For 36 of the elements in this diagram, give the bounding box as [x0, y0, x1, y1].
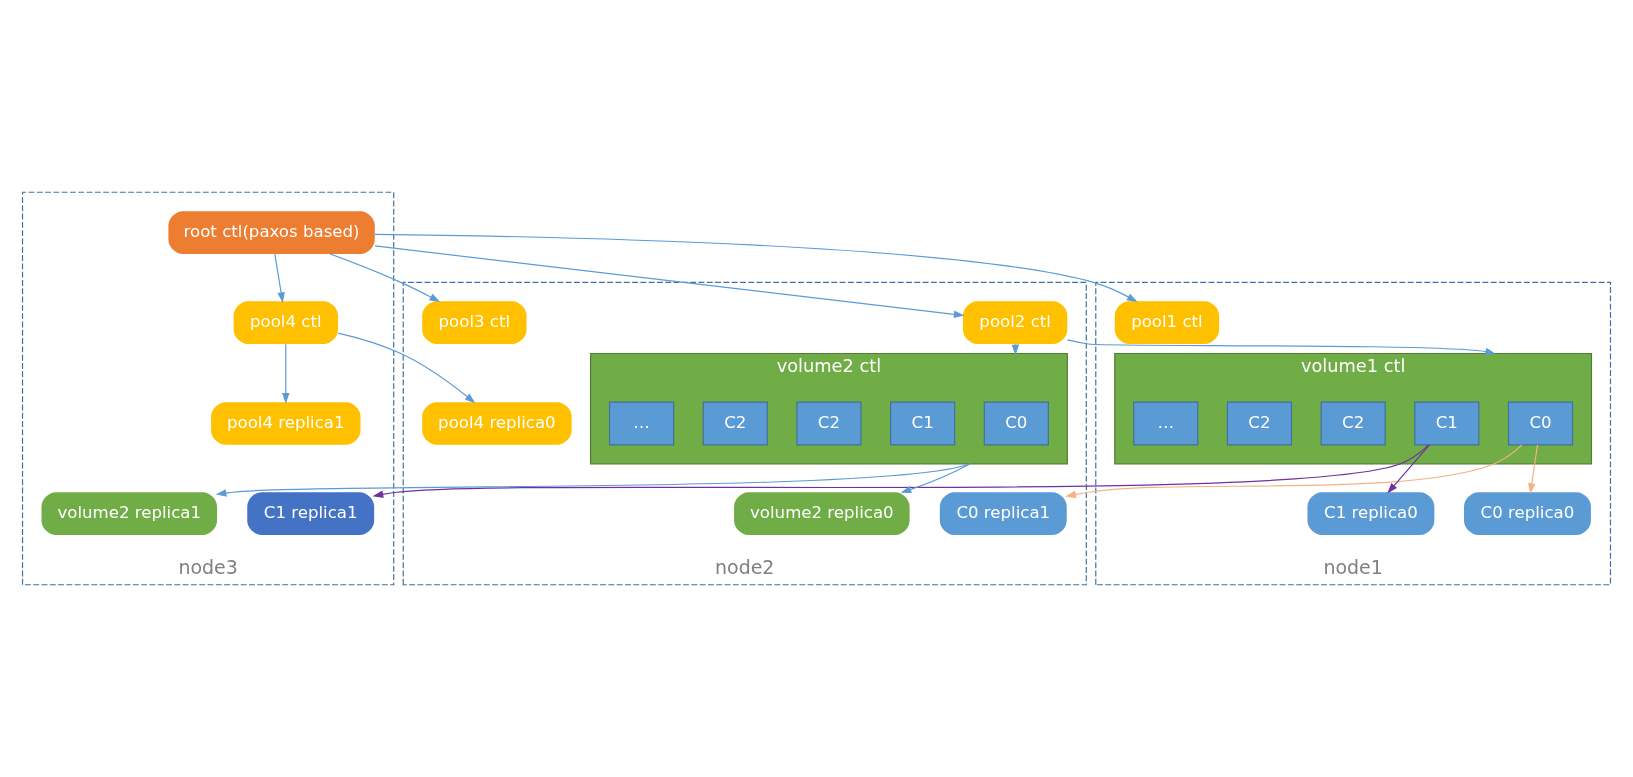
node-box: C0 [1507, 401, 1574, 446]
arrow [1528, 444, 1539, 494]
arrow [372, 444, 1430, 498]
node-box: … [608, 401, 675, 446]
arrow [337, 332, 476, 404]
node-box: … [1133, 401, 1199, 446]
node-box: volume2 replica1 [41, 492, 217, 535]
arrow [1387, 444, 1430, 494]
arrow [215, 463, 971, 497]
arrow [1065, 444, 1523, 499]
arrow [282, 343, 290, 404]
node-box: pool4 replica0 [422, 402, 572, 445]
node-box: C1 [1414, 401, 1480, 446]
node-box: C2 [702, 401, 768, 446]
node-box: C2 [796, 401, 862, 446]
node-box: C1 replica1 [247, 492, 375, 535]
node-box: pool4 ctl [233, 301, 338, 345]
arrow [329, 253, 441, 303]
node-box: C2 [1320, 401, 1386, 446]
arrow [1066, 339, 1496, 356]
node-box: pool4 replica1 [211, 402, 361, 445]
arrow [1011, 343, 1020, 356]
node-box: C0 replica1 [939, 492, 1067, 535]
node-box: root ctl(paxos based) [168, 211, 375, 254]
node-box: pool3 ctl [422, 301, 527, 345]
node-box: volume2 replica0 [734, 492, 910, 535]
arrow [274, 253, 285, 304]
node-box: C1 [890, 401, 956, 446]
node-box: C0 [983, 401, 1049, 446]
arrow [900, 463, 971, 493]
arrow [374, 233, 1138, 303]
node-box: C2 [1226, 401, 1293, 446]
arrow [374, 245, 965, 318]
node-box: C1 replica0 [1307, 492, 1435, 535]
node-box: C0 replica0 [1464, 492, 1591, 535]
node-box: pool1 ctl [1114, 301, 1220, 345]
